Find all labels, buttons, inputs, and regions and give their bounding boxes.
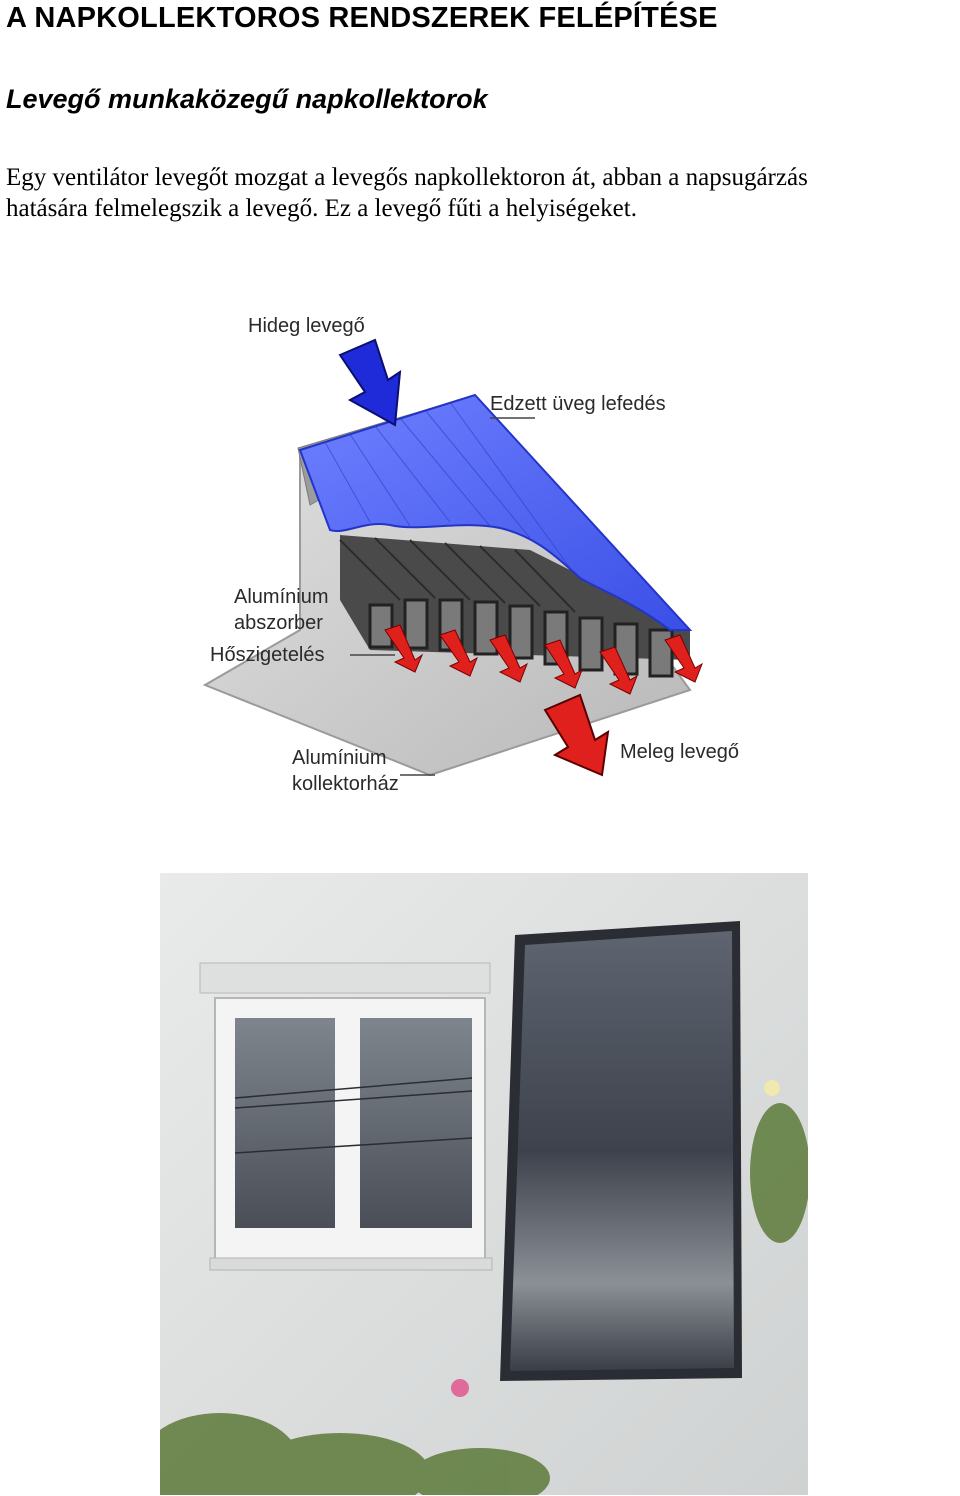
rose-flower [451, 1379, 469, 1397]
window-reflection-wires [234, 1077, 473, 1154]
paragraph-line-2: hatására felmelegszik a levegő. Ez a lev… [6, 195, 637, 222]
label-warm-air: Meleg levegő [620, 741, 739, 763]
leader-lines [350, 417, 535, 776]
collector-cutaway-diagram: Hideg levegő Edzett üveg lefedés Alumíni… [200, 300, 780, 810]
pale-flower [764, 1080, 780, 1096]
shutter-box [199, 962, 491, 994]
label-absorber-line2: abszorber [234, 612, 323, 634]
section-subtitle: Levegő munkaközegű napkollektorok [6, 84, 488, 114]
label-cold-air: Hideg levegő [248, 315, 365, 337]
absorber-channels [339, 535, 690, 678]
paragraph-line-1: Egy ventilátor levegőt mozgat a levegős … [6, 164, 808, 191]
intro-paragraph: Egy ventilátor levegőt mozgat a levegős … [6, 162, 960, 224]
label-housing-line1: Alumínium [292, 747, 386, 769]
label-glass-cover: Edzett üveg lefedés [490, 393, 666, 415]
installed-collector-photo [160, 873, 808, 1495]
warm-air-arrow [543, 693, 610, 777]
label-housing-line2: kollektorház [292, 773, 399, 795]
label-insulation: Hőszigetelés [210, 644, 325, 666]
warm-air-small-arrows [384, 624, 703, 695]
cold-air-arrow [338, 338, 402, 427]
glass-cover [298, 393, 693, 631]
label-absorber-line1: Alumínium [234, 586, 328, 608]
page-title: A NAPKOLLEKTOROS RENDSZEREK FELÉPÍTÉSE [6, 2, 718, 34]
shrubbery [160, 1103, 808, 1495]
collector-absorber-panel [510, 931, 734, 1371]
window-pane-right [360, 1018, 472, 1228]
window-pane-left [235, 1018, 335, 1228]
glass-ribs [324, 401, 571, 569]
window-sill [209, 1257, 493, 1271]
